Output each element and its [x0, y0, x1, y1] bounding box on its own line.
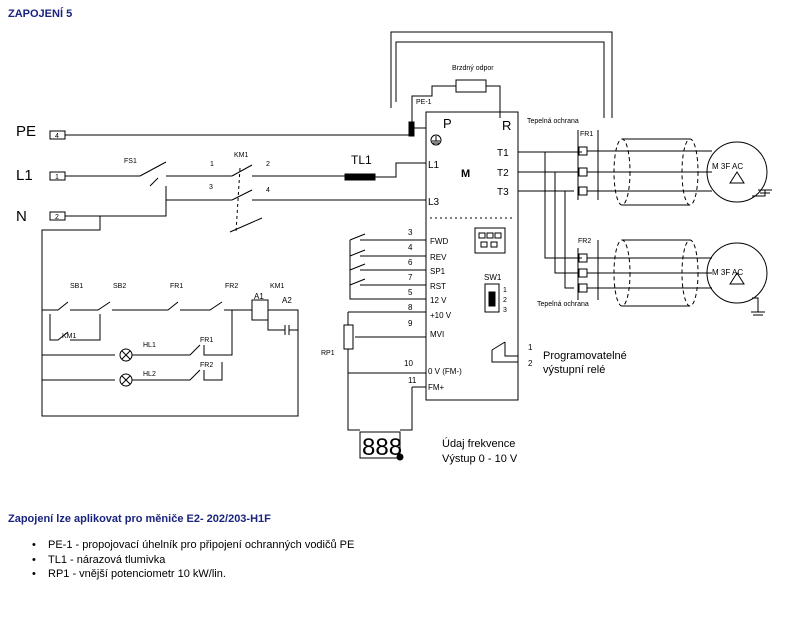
list-item: PE-1 - propojovací úhelník pro připojení… — [30, 538, 354, 553]
display-label-line-1: Údaj frekvence — [442, 437, 515, 450]
supply-pe-label: PE — [16, 123, 36, 140]
sb2-label: SB2 — [113, 283, 126, 290]
fs1-label: FS1 — [124, 158, 137, 165]
sw1-label: SW1 — [484, 273, 502, 282]
coil-a1-label: A1 — [254, 292, 264, 301]
terminal-l1-number: 1 — [55, 174, 59, 181]
input-num-sp1: 6 — [408, 258, 413, 267]
input-num-fwd: 3 — [408, 228, 413, 237]
input-label-mvi: MVI — [430, 330, 444, 339]
list-item: RP1 - vnější potenciometr 10 kW/lin. — [30, 567, 354, 582]
thermal-protection-label-2: Tepelná ochrana — [537, 301, 589, 308]
brake-resistor-label: Brzdný odpor — [452, 65, 494, 72]
motor-2-label: M 3F AC — [712, 268, 743, 277]
coil-a2-label: A2 — [282, 296, 292, 305]
fr1-label: FR1 — [580, 131, 593, 138]
inverter-l3-terminal: L3 — [428, 197, 440, 208]
fr2-label: FR2 — [578, 238, 591, 245]
input-label-sp1: SP1 — [430, 267, 446, 276]
km1-aux-label: KM1 — [62, 333, 77, 340]
km1-pin-2: 2 — [266, 161, 270, 168]
input-label-fm: FM+ — [428, 383, 445, 392]
input-label-12v: 12 V — [430, 296, 447, 305]
hl2-label: HL2 — [143, 371, 156, 378]
inverter-l1-terminal: L1 — [428, 160, 440, 171]
tl1-label: TL1 — [351, 153, 372, 167]
terminal-n-number: 2 — [55, 214, 59, 221]
input-num-mvi: 9 — [408, 319, 413, 328]
sb1-label: SB1 — [70, 283, 83, 290]
fr1-control-label: FR1 — [170, 283, 183, 290]
sw1-position-3: 3 — [503, 307, 507, 314]
km1-pin-4: 4 — [266, 187, 270, 194]
wiring-diagram: Brzdný odpor PE-1 Tepelná ochrana PE L1 … — [16, 31, 772, 465]
input-num-0v: 10 — [404, 359, 413, 368]
notes-list: PE-1 - propojovací úhelník pro připojení… — [30, 538, 354, 582]
km1-pin-1: 1 — [210, 161, 214, 168]
input-label-fwd: FWD — [430, 237, 448, 246]
applicability-heading: Zapojení lze aplikovat pro měniče E2- 20… — [8, 513, 271, 525]
relay-label-line-2: výstupní relé — [543, 364, 605, 376]
input-num-fm: 11 — [408, 376, 417, 385]
input-label-rst: RST — [430, 282, 446, 291]
input-label-10v: +10 V — [430, 311, 452, 320]
km1-label: KM1 — [234, 152, 249, 159]
relay-label-line-1: Programovatelné — [543, 350, 627, 362]
input-num-10v: 8 — [408, 303, 413, 312]
input-num-rev: 4 — [408, 243, 413, 252]
supply-l1-label: L1 — [16, 167, 33, 184]
fr1-aux-label: FR1 — [200, 337, 213, 344]
inverter-t1-terminal: T1 — [497, 148, 509, 159]
terminal-pe-number: 4 — [55, 133, 59, 140]
km1-pin-3: 3 — [209, 184, 213, 191]
inverter-m-label: M — [461, 168, 470, 180]
inverter-r-terminal: R — [502, 118, 511, 133]
inverter-t3-terminal: T3 — [497, 187, 509, 198]
display-label-line-2: Výstup 0 - 10 V — [442, 453, 518, 465]
input-label-rev: REV — [430, 253, 447, 262]
fr2-aux-label: FR2 — [200, 362, 213, 369]
relay-pin-1: 1 — [528, 343, 533, 352]
km1-coil-label: KM1 — [270, 283, 285, 290]
sw1-position-2: 2 — [503, 297, 507, 304]
rp1-label: RP1 — [321, 350, 335, 357]
list-item: TL1 - nárazová tlumivka — [30, 553, 354, 568]
thermal-protection-label-1: Tepelná ochrana — [527, 118, 579, 125]
input-label-0v: 0 V (FM-) — [428, 367, 462, 376]
inverter-t2-terminal: T2 — [497, 168, 509, 179]
relay-pin-2: 2 — [528, 359, 533, 368]
input-num-12v: 5 — [408, 288, 413, 297]
fr2-control-label: FR2 — [225, 283, 238, 290]
sw1-position-1: 1 — [503, 287, 507, 294]
page-title: ZAPOJENÍ 5 — [8, 8, 73, 20]
supply-n-label: N — [16, 208, 27, 225]
motor-1-label: M 3F AC — [712, 162, 743, 171]
input-num-rst: 7 — [408, 273, 413, 282]
display-digits-icon: 888 — [362, 434, 402, 461]
hl1-label: HL1 — [143, 342, 156, 349]
inverter-p-terminal: P — [443, 116, 452, 131]
pe1-label: PE-1 — [416, 99, 432, 106]
